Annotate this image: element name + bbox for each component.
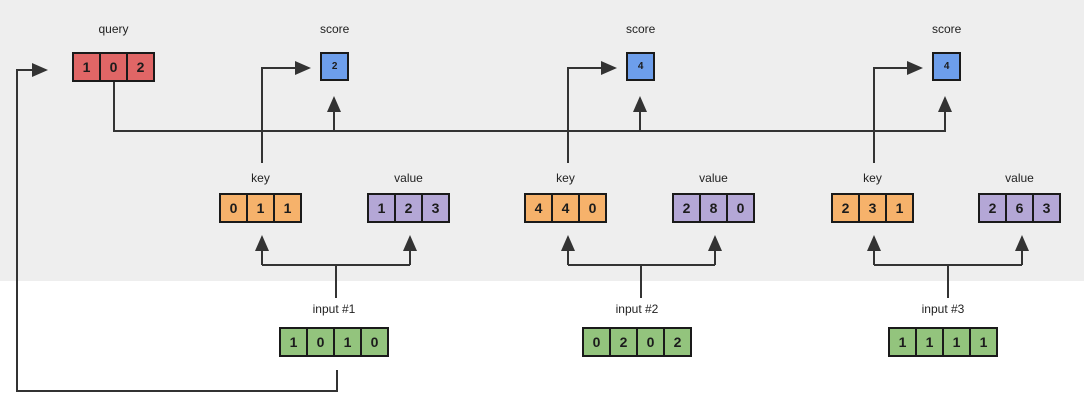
key-label: key — [251, 171, 270, 185]
value-cell: 2 — [672, 193, 701, 223]
value-cell: 8 — [699, 193, 728, 223]
value-label: value — [1005, 171, 1034, 185]
input-cell: 0 — [306, 327, 335, 357]
value-cell: 1 — [367, 193, 396, 223]
value-vector-3: value 2 6 3 — [978, 171, 1061, 223]
query-cell: 1 — [72, 52, 101, 82]
key-vector-3: key 2 3 1 — [831, 171, 914, 223]
input-cell: 1 — [333, 327, 362, 357]
key-cell: 1 — [246, 193, 275, 223]
score-label: score — [932, 22, 962, 36]
key-cell: 2 — [831, 193, 860, 223]
query-vector: query 1 0 2 — [72, 22, 155, 82]
input-cell: 0 — [582, 327, 611, 357]
value-label: value — [699, 171, 728, 185]
input-cell: 1 — [915, 327, 944, 357]
value-cell: 3 — [421, 193, 450, 223]
input-cell: 0 — [636, 327, 665, 357]
score-label: score — [320, 22, 350, 36]
value-vector-2: value 2 8 0 — [672, 171, 755, 223]
input-vector-3: input #3 1 1 1 1 — [888, 302, 998, 357]
input-label: input #2 — [615, 302, 659, 316]
query-label: query — [98, 22, 129, 36]
score-2: score 4 — [626, 22, 655, 81]
key-cell: 4 — [524, 193, 553, 223]
key-cell: 3 — [858, 193, 887, 223]
input-cell: 1 — [888, 327, 917, 357]
input-vector-2: input #2 0 2 0 2 — [582, 302, 692, 357]
query-cells: 1 0 2 — [72, 52, 155, 82]
value-cell: 3 — [1032, 193, 1061, 223]
value-cell: 0 — [726, 193, 755, 223]
score-cell: 4 — [932, 52, 962, 81]
score-cell: 4 — [626, 52, 656, 81]
key-cell: 4 — [551, 193, 580, 223]
key-vector-2: key 4 4 0 — [524, 171, 607, 223]
score-1: score 2 — [320, 22, 349, 81]
input-cell: 1 — [969, 327, 998, 357]
input-vector-1: input #1 1 0 1 0 — [279, 302, 389, 357]
input-label: input #3 — [921, 302, 965, 316]
key-cell: 1 — [885, 193, 914, 223]
key-cell: 0 — [219, 193, 248, 223]
value-cell: 6 — [1005, 193, 1034, 223]
score-label: score — [626, 22, 656, 36]
value-vector-1: value 1 2 3 — [367, 171, 450, 223]
key-cell: 0 — [578, 193, 607, 223]
input-cell: 1 — [942, 327, 971, 357]
input-cell: 0 — [360, 327, 389, 357]
value-label: value — [394, 171, 423, 185]
query-cell: 0 — [99, 52, 128, 82]
key-vector-1: key 0 1 1 — [219, 171, 302, 223]
key-label: key — [556, 171, 575, 185]
input-cell: 2 — [663, 327, 692, 357]
query-cell: 2 — [126, 52, 155, 82]
key-label: key — [863, 171, 882, 185]
input-cell: 2 — [609, 327, 638, 357]
score-cell: 2 — [320, 52, 350, 81]
input-label: input #1 — [312, 302, 356, 316]
input-cell: 1 — [279, 327, 308, 357]
background-panel — [0, 0, 1084, 281]
value-cell: 2 — [978, 193, 1007, 223]
value-cell: 2 — [394, 193, 423, 223]
score-3: score 4 — [932, 22, 961, 81]
key-cell: 1 — [273, 193, 302, 223]
